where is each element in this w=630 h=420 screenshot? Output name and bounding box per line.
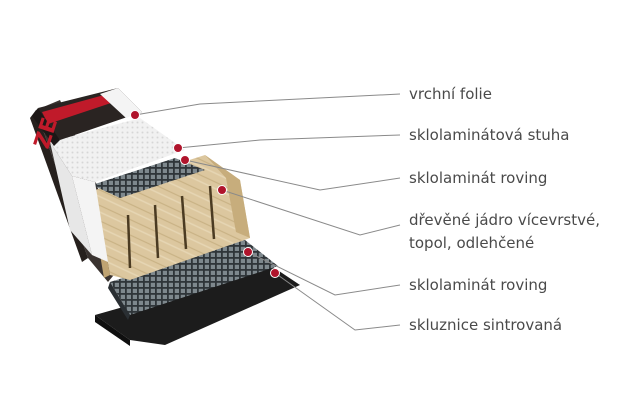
callout-line-roving-bottom — [247, 251, 401, 296]
callout-dots — [130, 110, 280, 278]
callout-dot-top-sheet — [130, 110, 140, 120]
callout-lines — [134, 93, 401, 331]
fiberglass-tape-layer — [50, 118, 185, 262]
callout-line-top-sheet — [134, 93, 401, 116]
lower-roving-layer — [108, 240, 278, 320]
callout-dot-base — [270, 268, 280, 278]
base-layer — [95, 265, 300, 346]
upper-roving-layer — [92, 158, 205, 198]
callout-dot-wood-core — [217, 185, 227, 195]
callout-dot-roving-top — [180, 155, 190, 165]
label-fiberglass-roving-bottom: sklolaminát roving — [409, 276, 548, 294]
callout-dot-fiberglass-tape — [173, 143, 183, 153]
label-fiberglass-roving-top: sklolaminát roving — [409, 169, 548, 187]
label-fiberglass-tape: sklolaminátová stuha — [409, 126, 570, 144]
callout-dot-roving-bottom — [243, 247, 253, 257]
callout-line-wood-core — [221, 189, 401, 236]
callout-line-fiberglass-tape — [177, 134, 401, 149]
label-sintered-base: skluznice sintrovaná — [409, 316, 563, 334]
callout-line-base — [274, 272, 401, 331]
label-wood-core-line2: topol, odlehčené — [409, 234, 535, 252]
label-top-sheet: vrchní folie — [409, 85, 492, 103]
callout-line-roving-top — [184, 159, 401, 191]
label-wood-core-line1: dřevěné jádro vícevrstvé, — [409, 211, 600, 229]
